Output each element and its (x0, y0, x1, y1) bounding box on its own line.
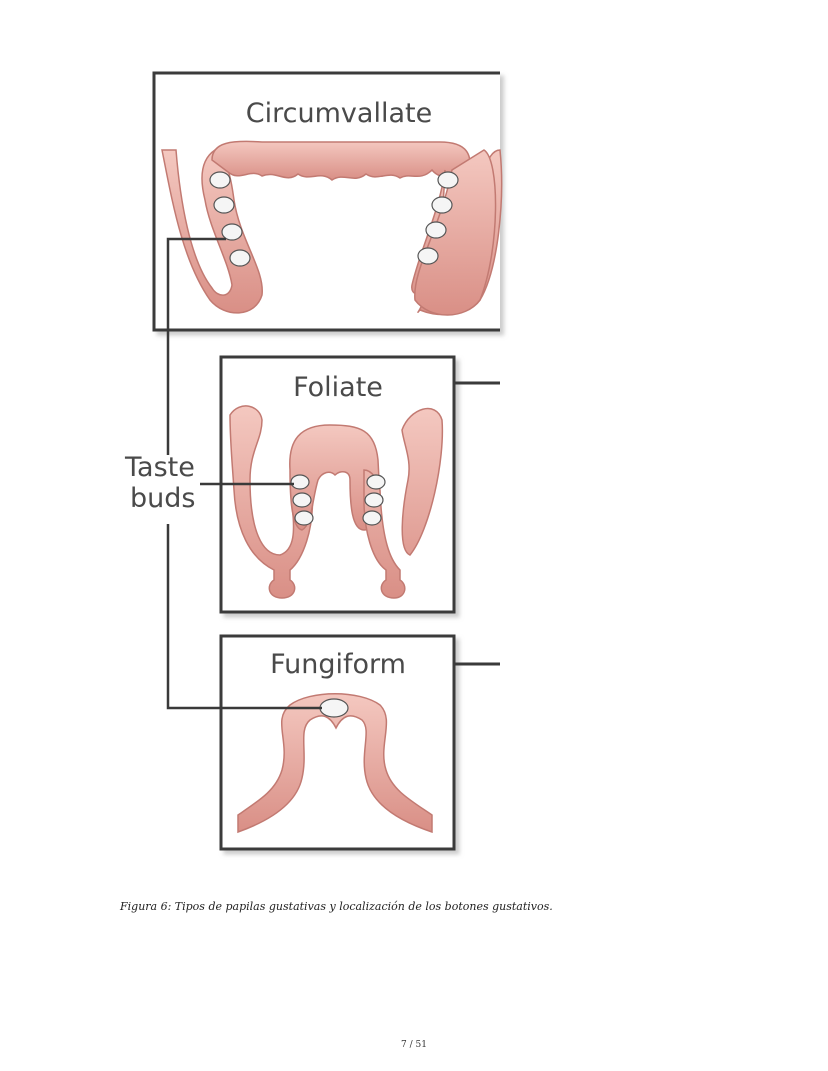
taste-papillae-figure: Circumvallate Foliate (124, 71, 503, 851)
circumvallate-central-papilla (211, 140, 471, 181)
taste-buds-label-line1: Taste (124, 452, 195, 483)
fungiform-papilla (237, 693, 433, 834)
fungiform-title: Fungiform (270, 649, 406, 680)
figure-caption: Figura 6: Tipos de papilas gustativas y … (120, 900, 553, 913)
taste-buds-label-line2: buds (130, 483, 195, 514)
foliate-taste-buds-left (290, 474, 314, 526)
foliate-taste-buds-right (362, 474, 386, 526)
circumvallate-taste-buds-right (417, 171, 459, 265)
foliate-title: Foliate (293, 372, 383, 403)
fungiform-panel: Fungiform (219, 634, 500, 851)
circumvallate-taste-buds-left (209, 171, 251, 267)
fungiform-taste-bud (319, 698, 349, 718)
circumvallate-title: Circumvallate (246, 98, 432, 129)
circumvallate-panel: Circumvallate (152, 71, 503, 332)
taste-buds-leader-lines (166, 237, 322, 710)
page-number: 7 / 51 (401, 1040, 427, 1050)
foliate-right-fold (363, 407, 444, 599)
